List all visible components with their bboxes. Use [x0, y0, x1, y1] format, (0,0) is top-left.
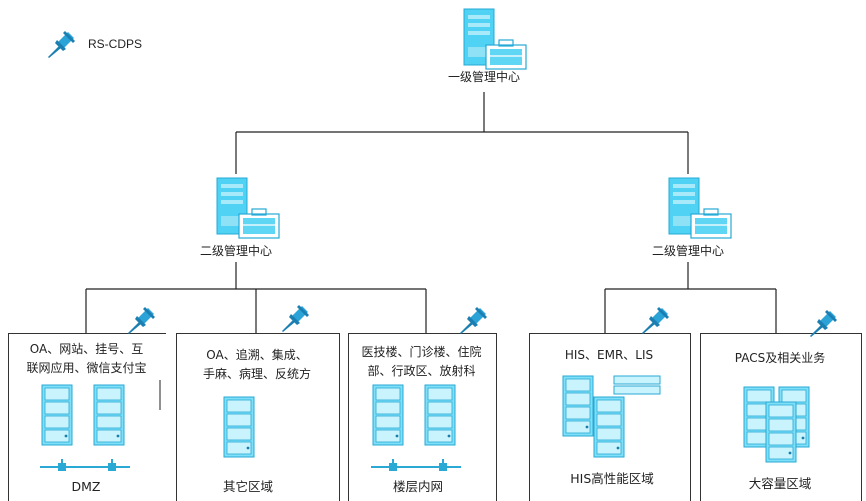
mid-server-icon-left: [216, 177, 280, 239]
zone-desc-line: HIS、EMR、LIS: [564, 348, 654, 362]
pin-icon: [128, 307, 155, 334]
zone-desc: 医技楼、门诊楼、住院 部、行政区、放射科: [348, 343, 495, 381]
zone-desc: PACS及相关业务: [700, 349, 860, 368]
pin-icon: [48, 31, 75, 58]
top-server-icon: [463, 8, 527, 70]
zone-desc: OA、追溯、集成、 手麻、病理、反统方: [176, 346, 338, 384]
zone-desc-line: 手麻、病理、反统方: [202, 367, 311, 381]
zone-desc-line: OA、追溯、集成、: [206, 348, 308, 362]
zone-desc-line: 医技楼、门诊楼、住院: [361, 345, 482, 359]
zone-desc: HIS、EMR、LIS: [529, 346, 689, 365]
mid-node-label-right: 二级管理中心: [651, 244, 725, 258]
tree-lines: [85, 92, 777, 333]
zone-large-capacity: [700, 333, 862, 501]
zone-name: DMZ: [71, 479, 101, 494]
pin-icon: [460, 307, 487, 334]
legend-label: RS-CDPS: [88, 37, 143, 51]
zone-name: HIS高性能区域: [570, 471, 654, 486]
zone-desc-line: OA、网站、挂号、互: [29, 342, 144, 356]
zone-desc-line: 部、行政区、放射科: [367, 364, 476, 378]
mid-server-icon-right: [668, 177, 732, 239]
zone-desc: OA、网站、挂号、互 联网应用、微信支付宝: [8, 340, 165, 378]
zone-desc-line: 联网应用、微信支付宝: [26, 361, 147, 375]
zone-name: 大容量区域: [748, 476, 812, 491]
pin-icon: [642, 307, 669, 334]
zone-his: [529, 333, 691, 501]
zone-name: 楼层内网: [392, 479, 444, 494]
zone-other: [176, 333, 340, 501]
mid-node-label-left: 二级管理中心: [199, 244, 273, 258]
zone-desc-line: PACS及相关业务: [734, 351, 826, 365]
zone-dmz: [8, 333, 166, 501]
zone-floor-intranet: [348, 333, 497, 501]
zone-name: 其它区域: [222, 479, 274, 494]
pin-icon: [282, 305, 309, 332]
top-node-label: 一级管理中心: [447, 70, 521, 84]
